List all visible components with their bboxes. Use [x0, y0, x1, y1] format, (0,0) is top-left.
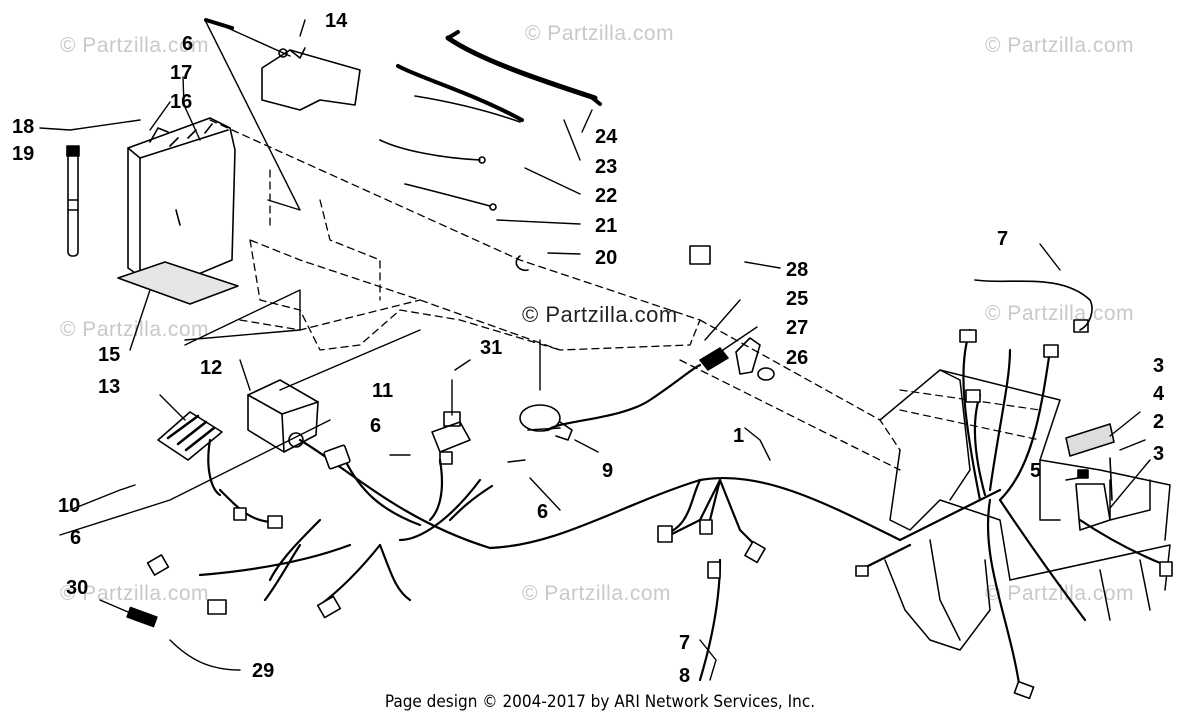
battery-cables — [379, 30, 602, 272]
callout-7b: 7 — [679, 632, 690, 654]
callout-5: 5 — [1030, 460, 1041, 482]
connectors — [126, 245, 1173, 700]
rear-frame — [879, 369, 1171, 651]
callout-4: 4 — [1153, 383, 1165, 405]
rectifier — [157, 411, 223, 461]
callout-21: 21 — [595, 215, 617, 237]
solenoid — [431, 411, 471, 465]
callout-25: 25 — [786, 288, 808, 310]
ignition-coil — [519, 404, 573, 441]
callout-6a: 6 — [182, 33, 193, 55]
callout-14: 14 — [325, 10, 348, 32]
callout-26: 26 — [786, 347, 808, 369]
callout-6c: 6 — [537, 501, 548, 523]
callouts: 1 2 3 3 4 5 6 6 6 6 7 7 8 9 10 11 12 13 … — [12, 10, 1165, 687]
battery-bracket — [261, 47, 361, 111]
callout-3a: 3 — [1153, 355, 1164, 377]
callout-1: 1 — [733, 425, 744, 447]
watermark-mid-left: © Partzilla.com — [60, 318, 210, 341]
relay — [1065, 423, 1115, 531]
leader-lines — [39, 19, 1151, 681]
watermark-top-right: © Partzilla.com — [985, 34, 1135, 57]
callout-10: 10 — [58, 495, 80, 517]
callout-30: 30 — [66, 577, 88, 599]
callout-3b: 3 — [1153, 443, 1164, 465]
sensor-cable-top — [974, 279, 1093, 331]
footer-copyright: Page design © 2004-2017 by ARI Network S… — [384, 692, 816, 712]
callout-11: 11 — [372, 380, 393, 402]
battery-strap — [66, 145, 80, 257]
voltage-regulator — [247, 379, 319, 453]
watermark-top-center: © Partzilla.com — [525, 22, 675, 45]
callout-8: 8 — [679, 665, 690, 687]
watermark-top-left: © Partzilla.com — [60, 34, 210, 57]
battery-pad — [117, 261, 239, 305]
watermark-center: © Partzilla.com — [522, 302, 678, 327]
callout-17: 17 — [170, 62, 192, 84]
callout-19: 19 — [12, 143, 34, 165]
callout-29: 29 — [252, 660, 274, 682]
callout-23: 23 — [595, 156, 617, 178]
callout-2: 2 — [1153, 411, 1164, 433]
watermark-bottom-right: © Partzilla.com — [985, 582, 1135, 605]
callout-9: 9 — [602, 460, 613, 482]
callout-24: 24 — [595, 126, 618, 148]
callout-12: 12 — [200, 357, 222, 379]
callout-27: 27 — [786, 317, 808, 339]
rear-frame-dashed — [899, 389, 1041, 441]
callout-6d: 6 — [70, 527, 81, 549]
callout-7a: 7 — [997, 228, 1008, 250]
callout-20: 20 — [595, 247, 617, 269]
callout-16: 16 — [170, 91, 192, 113]
callout-31: 31 — [480, 337, 502, 359]
callout-15: 15 — [98, 344, 120, 366]
battery — [127, 117, 236, 291]
watermark-mid-right: © Partzilla.com — [985, 302, 1135, 325]
callout-6b: 6 — [370, 415, 381, 437]
watermark-bottom-center: © Partzilla.com — [522, 582, 672, 605]
callout-22: 22 — [595, 185, 617, 207]
spark-plug-cap — [699, 337, 775, 381]
callout-13: 13 — [98, 376, 120, 398]
callout-28: 28 — [786, 259, 808, 281]
callout-18: 18 — [12, 116, 34, 138]
watermark-bottom-left: © Partzilla.com — [60, 582, 210, 605]
